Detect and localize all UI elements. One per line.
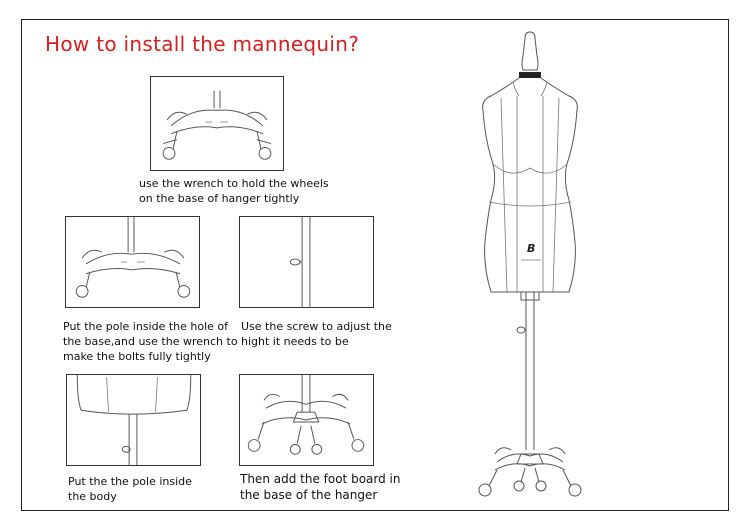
page-frame (21, 19, 729, 511)
step-1-panel (150, 76, 284, 171)
pole-screw-icon (289, 217, 311, 307)
step-2-caption: Put the pole inside the hole of the base… (63, 320, 238, 363)
step-2-panel (65, 216, 200, 308)
wheeled-base-icon (162, 90, 272, 160)
foot-board-icon (247, 375, 365, 455)
step-5-panel (239, 374, 374, 466)
step-4-panel (66, 374, 201, 466)
body-pole-icon (76, 375, 192, 465)
step-5-caption: Then add the foot board in the base of t… (240, 472, 401, 502)
brand-logo-mark: B (527, 242, 535, 255)
step-1-caption: use the wrench to hold the wheels on the… (139, 177, 329, 205)
mannequin-figure: B (455, 30, 605, 502)
base-with-pole-icon (75, 217, 191, 298)
page-title: How to install the mannequin? (45, 32, 360, 56)
step-3-panel (239, 216, 374, 308)
step-4-caption: Put the the pole inside the body (68, 475, 192, 503)
step-3-caption: Use the screw to adjust the hight it nee… (241, 320, 392, 348)
